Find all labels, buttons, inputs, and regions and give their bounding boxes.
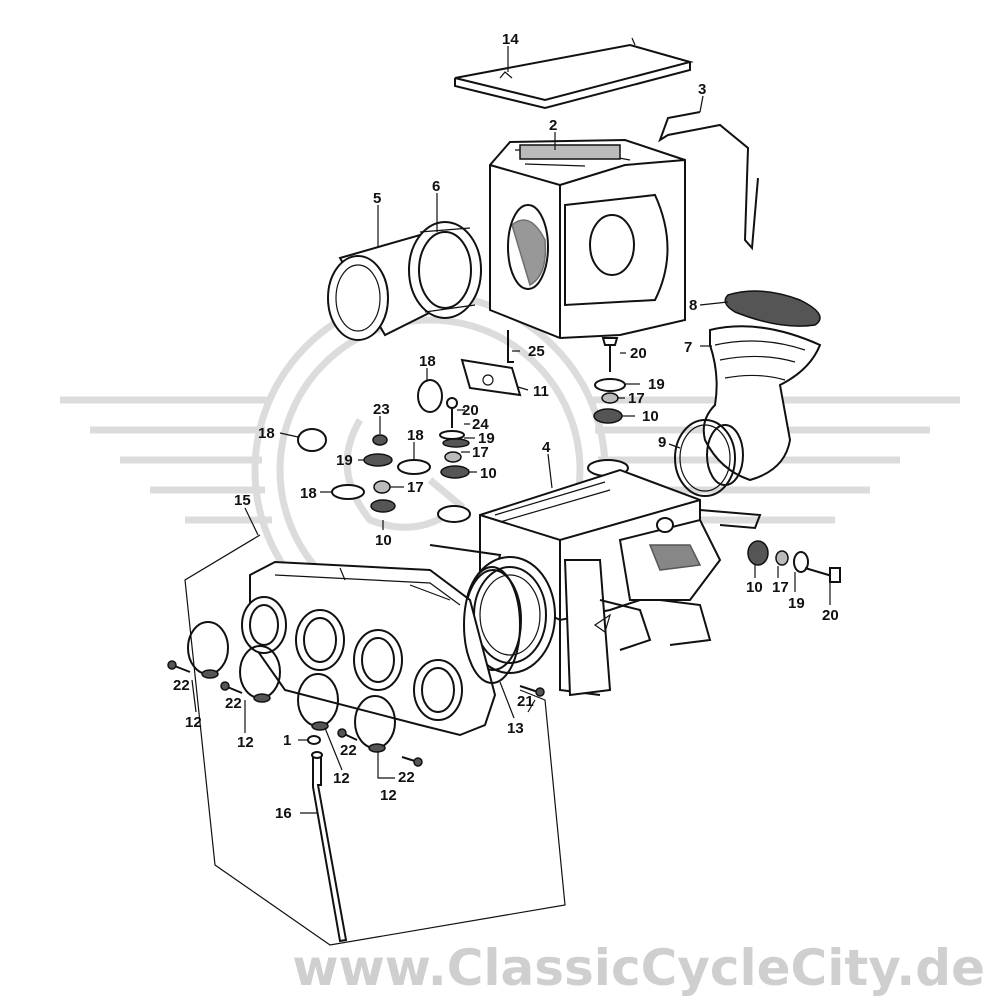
part-1-plug: [307, 735, 321, 745]
hardware-upper-right: [593, 337, 626, 424]
label-10-right: 10: [746, 579, 763, 596]
label-12-b: 12: [237, 734, 254, 751]
label-19-center: 19: [478, 430, 495, 447]
label-9: 9: [658, 434, 666, 451]
part-3-wire-clip: [658, 111, 759, 251]
watermark-text: www.ClassicCycleCity.de: [292, 939, 985, 997]
label-12-c: 12: [333, 770, 350, 787]
part-25-rod: [507, 330, 514, 363]
label-2: 2: [549, 117, 557, 134]
part-13-clamp: [463, 566, 521, 684]
part-22-screws: [167, 660, 545, 767]
part-14-cover-plate: [454, 37, 694, 110]
label-16: 16: [275, 805, 292, 822]
part-6-intake-rubber: [408, 221, 482, 319]
label-18-left: 18: [258, 425, 275, 442]
part-11-bracket: [460, 358, 522, 397]
label-12-a: 12: [185, 714, 202, 731]
label-5: 5: [373, 190, 381, 207]
label-20-right: 20: [822, 607, 839, 624]
label-25: 25: [528, 343, 545, 360]
label-11: 11: [533, 383, 549, 400]
label-1: 1: [283, 732, 291, 749]
label-17-upper: 17: [628, 390, 645, 407]
label-20-upper: 20: [630, 345, 647, 362]
label-19-left: 19: [336, 452, 353, 469]
label-18-center: 18: [407, 427, 424, 444]
label-15: 15: [234, 492, 251, 509]
label-10-upper: 10: [642, 408, 659, 425]
label-22-d: 22: [398, 769, 415, 786]
part-8-filter-element: [724, 290, 821, 327]
label-19-upper: 19: [648, 376, 665, 393]
part-12-hose-clamps: [187, 621, 396, 753]
label-13: 13: [507, 720, 524, 737]
label-17-right: 17: [772, 579, 789, 596]
part-2-air-cleaner-housing: [489, 138, 686, 340]
label-4: 4: [542, 439, 551, 456]
label-22-a: 22: [173, 677, 190, 694]
part-15-boundary: [184, 534, 566, 946]
label-22-c: 22: [340, 742, 357, 759]
leader-lines: [191, 46, 831, 814]
label-18-upper: 18: [419, 353, 436, 370]
label-19-right: 19: [788, 595, 805, 612]
label-17-center: 17: [472, 444, 489, 461]
label-22-b: 22: [225, 695, 242, 712]
label-17-lower: 17: [407, 479, 424, 496]
label-23: 23: [373, 401, 390, 418]
label-6: 6: [432, 178, 440, 195]
label-21: 21: [517, 693, 534, 710]
label-8: 8: [689, 297, 697, 314]
hardware-right-bolt: [747, 540, 841, 583]
part-9-band-clamp: [674, 419, 736, 497]
label-10-lower: 10: [375, 532, 392, 549]
label-18-lower: 18: [300, 485, 317, 502]
label-20-center: 20: [462, 402, 479, 419]
label-14: 14: [502, 31, 519, 48]
part-4-air-cleaner-case: [429, 459, 762, 697]
label-7: 7: [684, 339, 692, 356]
label-12-d: 12: [380, 787, 397, 804]
carb-joint-rubbers: [241, 596, 463, 721]
label-3: 3: [698, 81, 706, 98]
label-24: 24: [472, 416, 489, 433]
part-labels: 14 2 3 5 6 8 7 25 20 11 18 19 17 10 23 2…: [173, 31, 839, 822]
label-10-center: 10: [480, 465, 497, 482]
